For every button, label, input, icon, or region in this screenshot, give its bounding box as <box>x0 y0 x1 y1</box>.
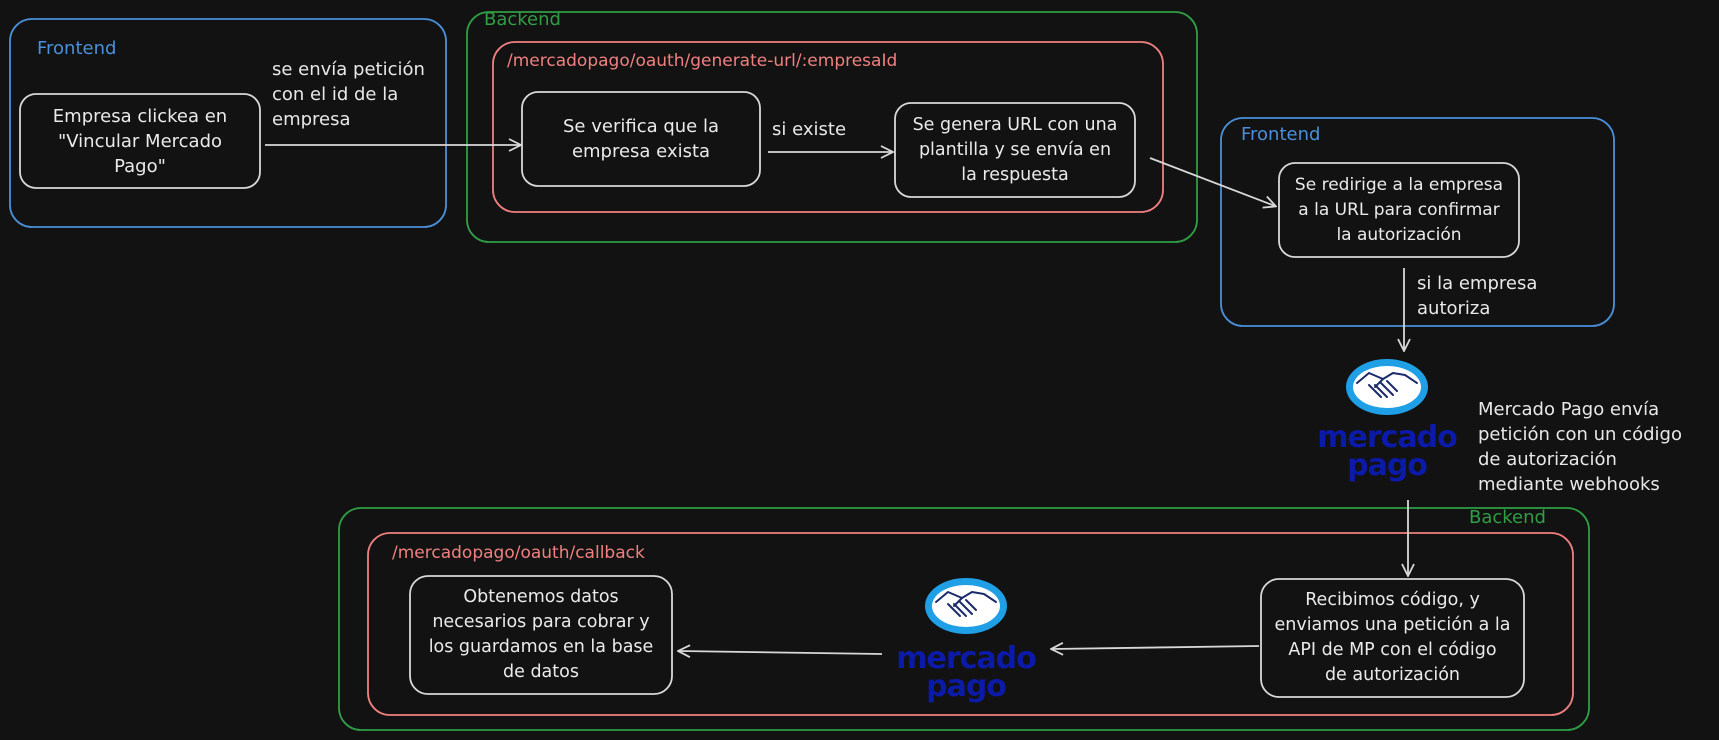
callback-endpoint-title: /mercadopago/oauth/callback <box>392 543 645 563</box>
generate-url-endpoint-title: /mercadopago/oauth/generate-url/:empresa… <box>507 51 898 71</box>
edge-mp-api-to-obtenemos <box>679 651 883 654</box>
backend-bottom-group <box>338 507 1590 731</box>
node-genera-url <box>894 102 1136 198</box>
node-obtenemos-datos <box>409 575 673 695</box>
edge-genera-to-redirige <box>1149 157 1275 206</box>
backend-top-title: Backend <box>484 9 561 30</box>
frontend-right-title: Frontend <box>1241 124 1321 145</box>
node-redirige-empresa <box>1278 162 1520 258</box>
frontend-right-group <box>1220 117 1615 327</box>
mercadopago-logo-top <box>1346 359 1428 415</box>
edge-label-si-existe: si existe <box>772 119 847 140</box>
frontend-top-title: Frontend <box>37 38 117 59</box>
handshake-icon <box>935 591 997 617</box>
generate-url-endpoint-group <box>492 41 1164 213</box>
node-empresa-clickea <box>19 93 261 189</box>
node-verifica-empresa <box>521 91 761 187</box>
backend-bottom-title: Backend <box>1469 507 1546 528</box>
mercadopago-logo-bottom <box>925 578 1007 634</box>
backend-top-group <box>466 11 1198 243</box>
handshake-icon <box>1356 372 1418 398</box>
node-recibimos-codigo <box>1260 578 1525 698</box>
edge-recibimos-to-mp-api <box>1052 646 1260 649</box>
callback-endpoint-group <box>367 532 1574 716</box>
frontend-top-group <box>9 18 447 228</box>
